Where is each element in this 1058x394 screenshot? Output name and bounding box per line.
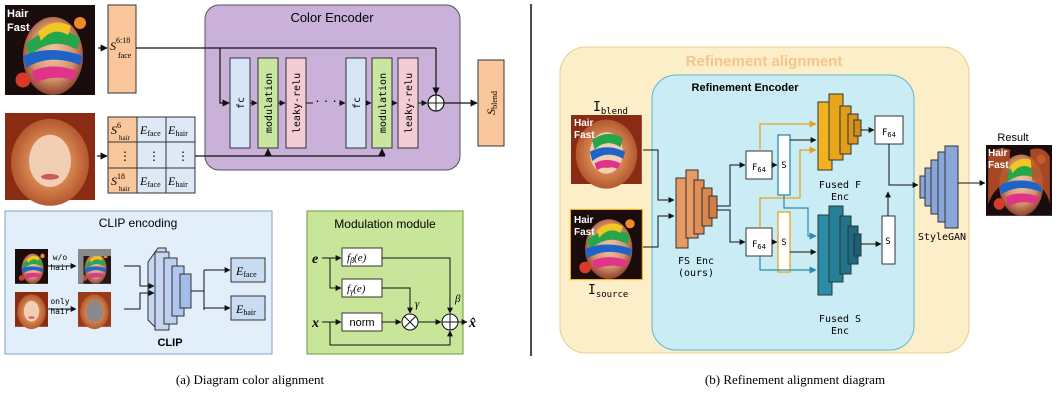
clip-encoding-panel: CLIP encoding w/o hair only hair — [4, 210, 273, 355]
svg-text:hair: hair — [119, 185, 131, 193]
svg-text:Hair: Hair — [988, 148, 1008, 159]
svg-text:Fast: Fast — [574, 227, 595, 238]
svg-text:Eface: Eface — [235, 264, 257, 279]
svg-text:Eface: Eface — [139, 174, 161, 189]
svg-text:⋮: ⋮ — [119, 149, 131, 163]
caption-a: (a) Diagram color alignment — [176, 372, 325, 387]
svg-text:⋮: ⋮ — [177, 149, 189, 163]
svg-text:Eface: Eface — [139, 123, 161, 138]
svg-text:Fast: Fast — [988, 160, 1009, 171]
svg-text:γ: γ — [415, 298, 420, 310]
s-face-box: S6:18 face — [107, 4, 137, 94]
f64-top — [745, 150, 773, 180]
right-panel: Refinement alignment Refinement Encoder … — [559, 46, 1052, 387]
s-bottom — [777, 211, 791, 273]
svg-text:F64: F64 — [752, 240, 766, 251]
caption-b: (b) Refinement alignment diagram — [705, 372, 885, 387]
i-blend-photo — [571, 115, 642, 189]
svg-text:β: β — [454, 293, 461, 305]
svg-text:StyleGAN: StyleGAN — [918, 232, 966, 243]
x-hat-label: x̂ — [468, 316, 476, 331]
modulation-module-title: Modulation module — [334, 217, 436, 231]
svg-text:w/o: w/o — [53, 253, 68, 262]
svg-text:S: S — [885, 237, 890, 247]
svg-text:leaky-relu: leaky-relu — [292, 73, 303, 133]
svg-text:F64: F64 — [752, 163, 766, 174]
svg-text:fβ(e): fβ(e) — [347, 252, 367, 265]
f-beta-box — [341, 247, 383, 267]
svg-text:leaky-relu: leaky-relu — [404, 73, 415, 133]
fused-f-encoder: Fused F Enc — [817, 93, 862, 203]
ellipsis: · · · — [315, 92, 337, 108]
modulation-module-panel: Modulation module e x fβ(e) fγ(e) norm — [306, 210, 468, 355]
svg-text:(ours): (ours) — [678, 268, 714, 279]
svg-text:fγ(e): fγ(e) — [347, 283, 366, 296]
svg-text:⋮: ⋮ — [148, 149, 160, 163]
e-face-box — [230, 257, 266, 283]
svg-text:Ehair: Ehair — [235, 302, 256, 317]
svg-text:S6: S6 — [111, 121, 121, 137]
svg-text:hair: hair — [50, 307, 69, 316]
photo-text-fast: Fast — [7, 22, 30, 34]
fused-s-encoder: Fused S Enc — [817, 205, 862, 337]
svg-text:x: x — [311, 316, 319, 331]
i-source-photo — [569, 208, 643, 281]
f64-right — [874, 115, 904, 145]
svg-text:Ehair: Ehair — [167, 174, 188, 189]
f64-bottom — [745, 227, 773, 257]
svg-text:Hair: Hair — [574, 215, 594, 226]
refinement-encoder-title: Refinement Encoder — [692, 82, 800, 94]
svg-text:face: face — [118, 51, 132, 60]
svg-text:Fused S: Fused S — [819, 314, 861, 325]
s-blend-box: Sblend — [477, 59, 505, 147]
refinement-alignment-title: Refinement alignment — [686, 53, 843, 70]
svg-text:FS Enc: FS Enc — [678, 256, 714, 267]
svg-text:F64: F64 — [882, 128, 896, 139]
svg-text:modulation: modulation — [378, 73, 389, 133]
svg-text:e: e — [312, 252, 318, 267]
svg-text:Isource: Isource — [588, 283, 628, 300]
svg-text:only: only — [50, 297, 69, 306]
svg-text:hair: hair — [119, 134, 131, 142]
svg-text:fc: fc — [236, 97, 247, 109]
fs-encoder: FS Enc (ours) — [675, 169, 718, 279]
result-photo — [986, 145, 1052, 216]
svg-text:Fast: Fast — [574, 130, 595, 141]
latent-table: S6 hair Eface Ehair ⋮ ⋮ ⋮ S18 hair Eface… — [107, 116, 196, 194]
svg-text:Enc: Enc — [831, 326, 849, 337]
svg-text:Enc: Enc — [831, 192, 849, 203]
svg-text:Ehair: Ehair — [167, 123, 188, 138]
svg-text:norm: norm — [349, 317, 374, 329]
svg-text:Fused F: Fused F — [819, 180, 861, 191]
result-label: Result — [997, 132, 1028, 144]
e-hair-box — [230, 295, 266, 321]
svg-text:S18: S18 — [111, 172, 125, 188]
svg-text:modulation: modulation — [264, 73, 275, 133]
svg-text:S6:18: S6:18 — [110, 36, 130, 53]
svg-text:Iblend: Iblend — [593, 100, 628, 117]
red-hair-photo — [5, 113, 95, 206]
svg-text:Sblend: Sblend — [484, 91, 499, 115]
color-encoder-title: Color Encoder — [290, 10, 374, 25]
svg-text:S: S — [781, 161, 786, 171]
svg-text:Hair: Hair — [574, 118, 594, 129]
photo-text-hair: Hair — [7, 8, 29, 20]
clip-label: CLIP — [157, 337, 182, 349]
svg-text:fc: fc — [352, 97, 363, 109]
clip-encoding-title: CLIP encoding — [99, 216, 178, 230]
svg-text:S: S — [781, 238, 786, 248]
clip-model: CLIP — [147, 247, 192, 349]
color-encoder: Color Encoder fc modulation leaky-relu ·… — [204, 4, 461, 171]
svg-text:hair: hair — [50, 263, 69, 272]
stylegan: StyleGAN — [918, 145, 966, 243]
left-panel: Hair Fast S6:18 face S6 hair Eface Ehair — [4, 4, 505, 387]
